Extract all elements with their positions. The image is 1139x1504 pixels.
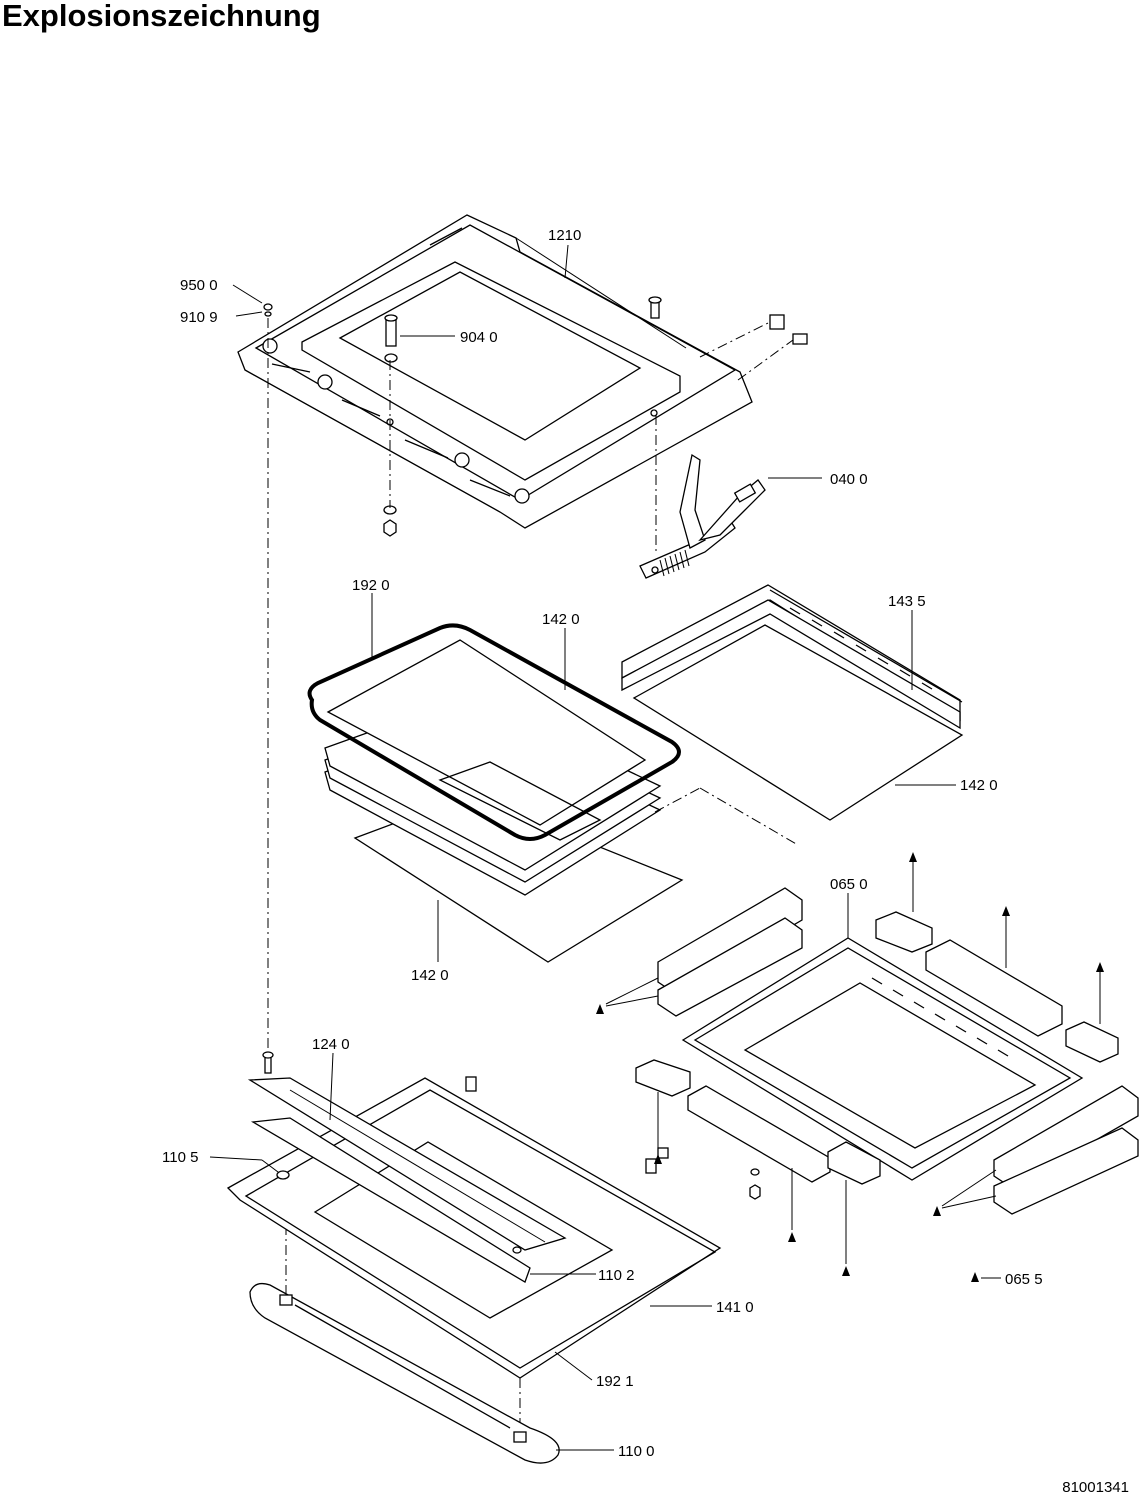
- page-title: Explosionszeichnung: [2, 0, 321, 33]
- label-9109: 910 9: [180, 309, 218, 326]
- label-1420-top: 142 0: [542, 611, 580, 628]
- label-9040: 904 0: [460, 329, 498, 346]
- label-0650: 065 0: [830, 876, 868, 893]
- label-1102: 110 2: [598, 1267, 634, 1284]
- label-9500: 950 0: [180, 277, 218, 294]
- frame-right: [621, 584, 964, 846]
- glass-stack-left: [307, 623, 684, 963]
- drawing-number: 81001341: [1062, 1479, 1129, 1496]
- door-inner-panel: [226, 1051, 722, 1379]
- top-cover-part: [237, 214, 808, 537]
- label-0655: 065 5: [1005, 1271, 1043, 1288]
- door-handle: [249, 1282, 560, 1464]
- label-1420-bottom: 142 0: [411, 967, 449, 984]
- label-1105: 110 5: [162, 1149, 198, 1166]
- label-1210: 1210: [548, 227, 581, 244]
- hinge-part: [639, 453, 766, 579]
- insulation-blocks: [635, 887, 1139, 1215]
- label-1920: 192 0: [352, 577, 390, 594]
- arrow-markers: [596, 852, 1104, 1282]
- label-1420-right: 142 0: [960, 777, 998, 794]
- label-0400: 040 0: [830, 471, 868, 488]
- label-1410: 141 0: [716, 1299, 754, 1316]
- leader-lines: [209, 244, 956, 1451]
- label-1921: 192 1: [596, 1373, 634, 1390]
- label-1100: 110 0: [618, 1443, 654, 1460]
- label-1435: 143 5: [888, 593, 926, 610]
- label-1240: 124 0: [312, 1036, 350, 1053]
- insulation-frame: [681, 937, 1084, 1181]
